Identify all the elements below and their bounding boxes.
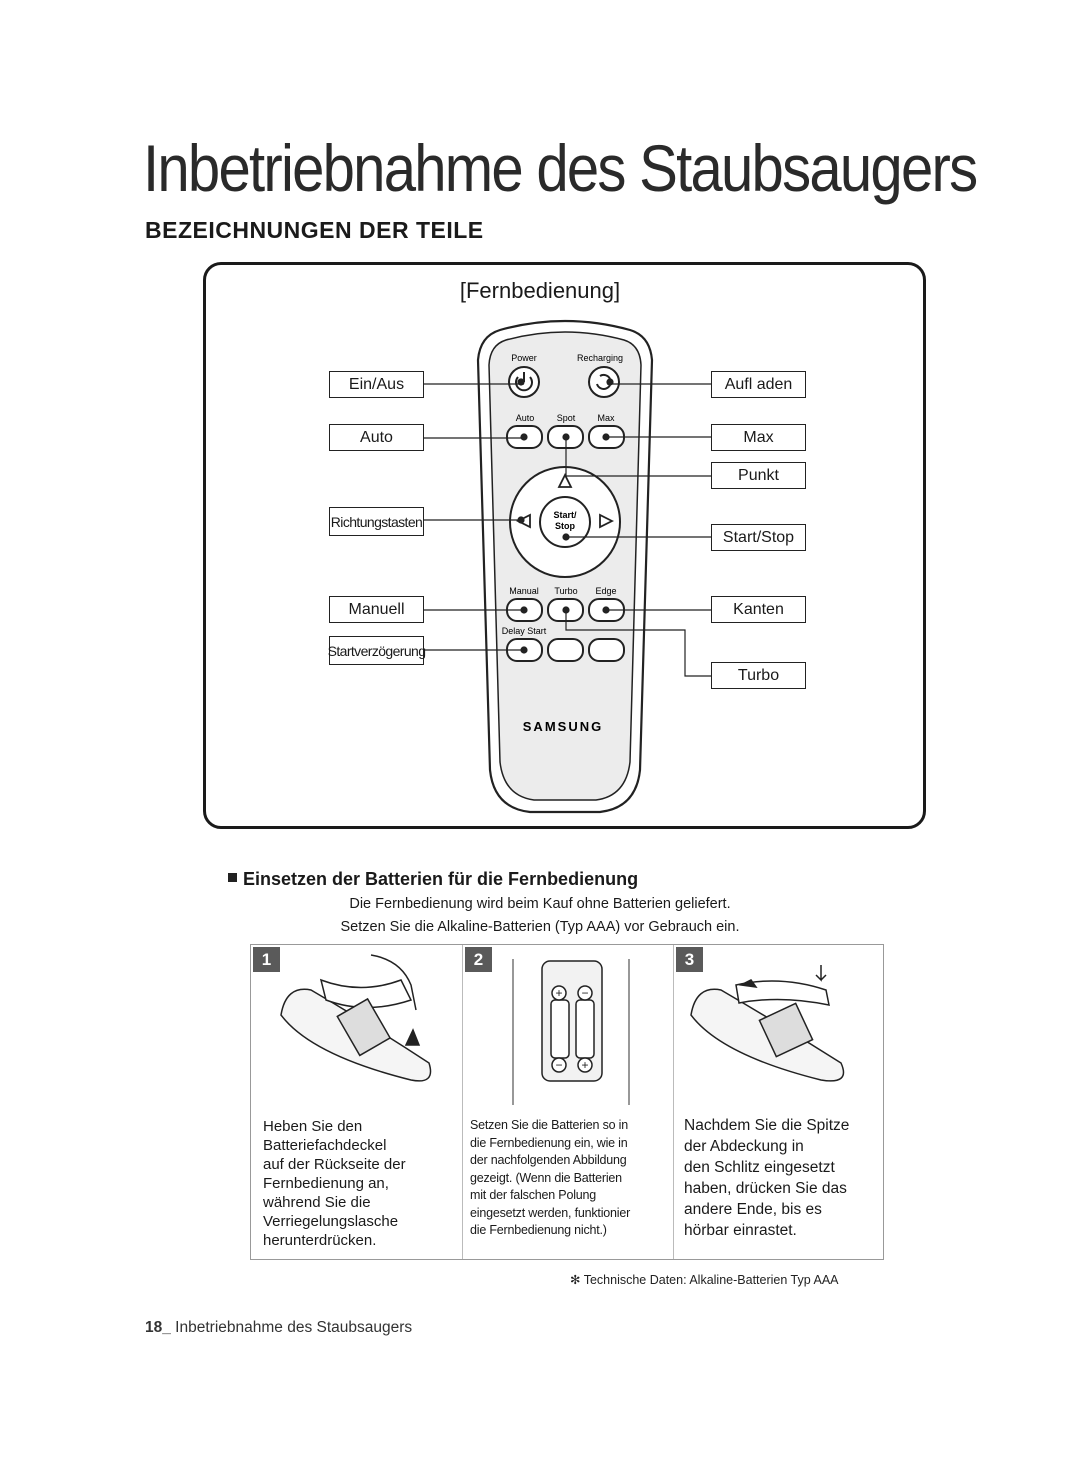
callout-turbo: Turbo [711, 662, 806, 689]
step-3-illustration [690, 965, 845, 1082]
turbo-label: Turbo [554, 586, 577, 596]
step-2-text: Setzen Sie die Batterien so in die Fernb… [470, 1118, 631, 1237]
bullet-square-icon [228, 873, 237, 882]
svg-text:+: + [555, 986, 562, 1000]
power-label: Power [511, 353, 537, 363]
svg-text:+: + [581, 1058, 588, 1072]
step-3-text: Nachdem Sie die Spitze der Abdeckung in … [684, 1117, 850, 1239]
svg-text:−: − [581, 986, 588, 1000]
step-1-illustration [280, 954, 432, 1082]
callout-ein-aus: Ein/Aus [329, 371, 424, 398]
callout-auto: Auto [329, 424, 424, 451]
callout-manuell: Manuell [329, 596, 424, 623]
step-1-badge: 1 [253, 947, 280, 972]
battery-intro-line-1: Die Fernbedienung wird beim Kauf ohne Ba… [349, 896, 731, 912]
battery-section-heading: Einsetzen der Batterien für die Fernbedi… [228, 869, 638, 890]
blank-button-1 [547, 638, 584, 662]
blank-button-2 [588, 638, 625, 662]
step-1-text: Heben Sie den Batteriefachdeckel auf der… [263, 1118, 406, 1249]
arrow-left-icon [515, 513, 531, 529]
section-heading: BEZEICHNUNGEN DER TEILE [145, 217, 484, 243]
start-stop-label-1: Start/ [553, 510, 577, 520]
callout-start-stop: Start/Stop [711, 524, 806, 551]
power-icon [515, 376, 533, 392]
battery-heading-text: Einsetzen der Batterien für die Fernbedi… [243, 869, 639, 889]
diagram-title: [Fernbedienung] [459, 278, 621, 303]
step-2-badge: 2 [465, 947, 492, 972]
start-stop-label-2: Stop [555, 521, 575, 531]
callout-startverzoegerung: Startverzögerung [328, 636, 426, 665]
battery-steps-box: 1 2 3 + − − + He [250, 944, 884, 1260]
spec-note: ✻ Technische Daten: Alkaline-Batterien T… [570, 1273, 839, 1287]
step-3-badge: 3 [676, 947, 703, 972]
battery-intro-line-2: Setzen Sie die Alkaline-Batterien (Typ A… [340, 919, 740, 935]
step-2-illustration: + − − + [512, 959, 630, 1105]
delay-start-label: Delay Start [502, 626, 547, 636]
start-stop-button [539, 496, 591, 548]
arrow-up-icon [557, 472, 573, 488]
samsung-logo: SAMSUNG [523, 719, 603, 734]
page-number: 18_ [145, 1319, 171, 1336]
spot-label: Spot [557, 413, 576, 423]
callout-aufladen: Aufl aden [711, 371, 806, 398]
callout-lines [423, 378, 711, 677]
callout-punkt: Punkt [711, 462, 806, 489]
battery-step-illustrations: + − − + [280, 954, 845, 1105]
page-title: Inbetriebnahme des Staubsaugers [143, 131, 978, 205]
callout-max: Max [711, 424, 806, 451]
recharging-button [588, 366, 620, 398]
recharging-label: Recharging [577, 353, 623, 363]
max-label: Max [597, 413, 615, 423]
page-footer: 18_ Inbetriebnahme des Staubsaugers [145, 1319, 412, 1337]
svg-text:−: − [555, 1058, 562, 1072]
auto-label: Auto [516, 413, 535, 423]
footer-text: Inbetriebnahme des Staubsaugers [170, 1319, 413, 1336]
manual-label: Manual [509, 586, 539, 596]
remote-diagram-panel [203, 262, 926, 829]
callout-richtungstasten: Richtungstasten [329, 507, 424, 536]
edge-label: Edge [595, 586, 616, 596]
arrow-right-icon [599, 513, 615, 529]
callout-kanten: Kanten [711, 596, 806, 623]
